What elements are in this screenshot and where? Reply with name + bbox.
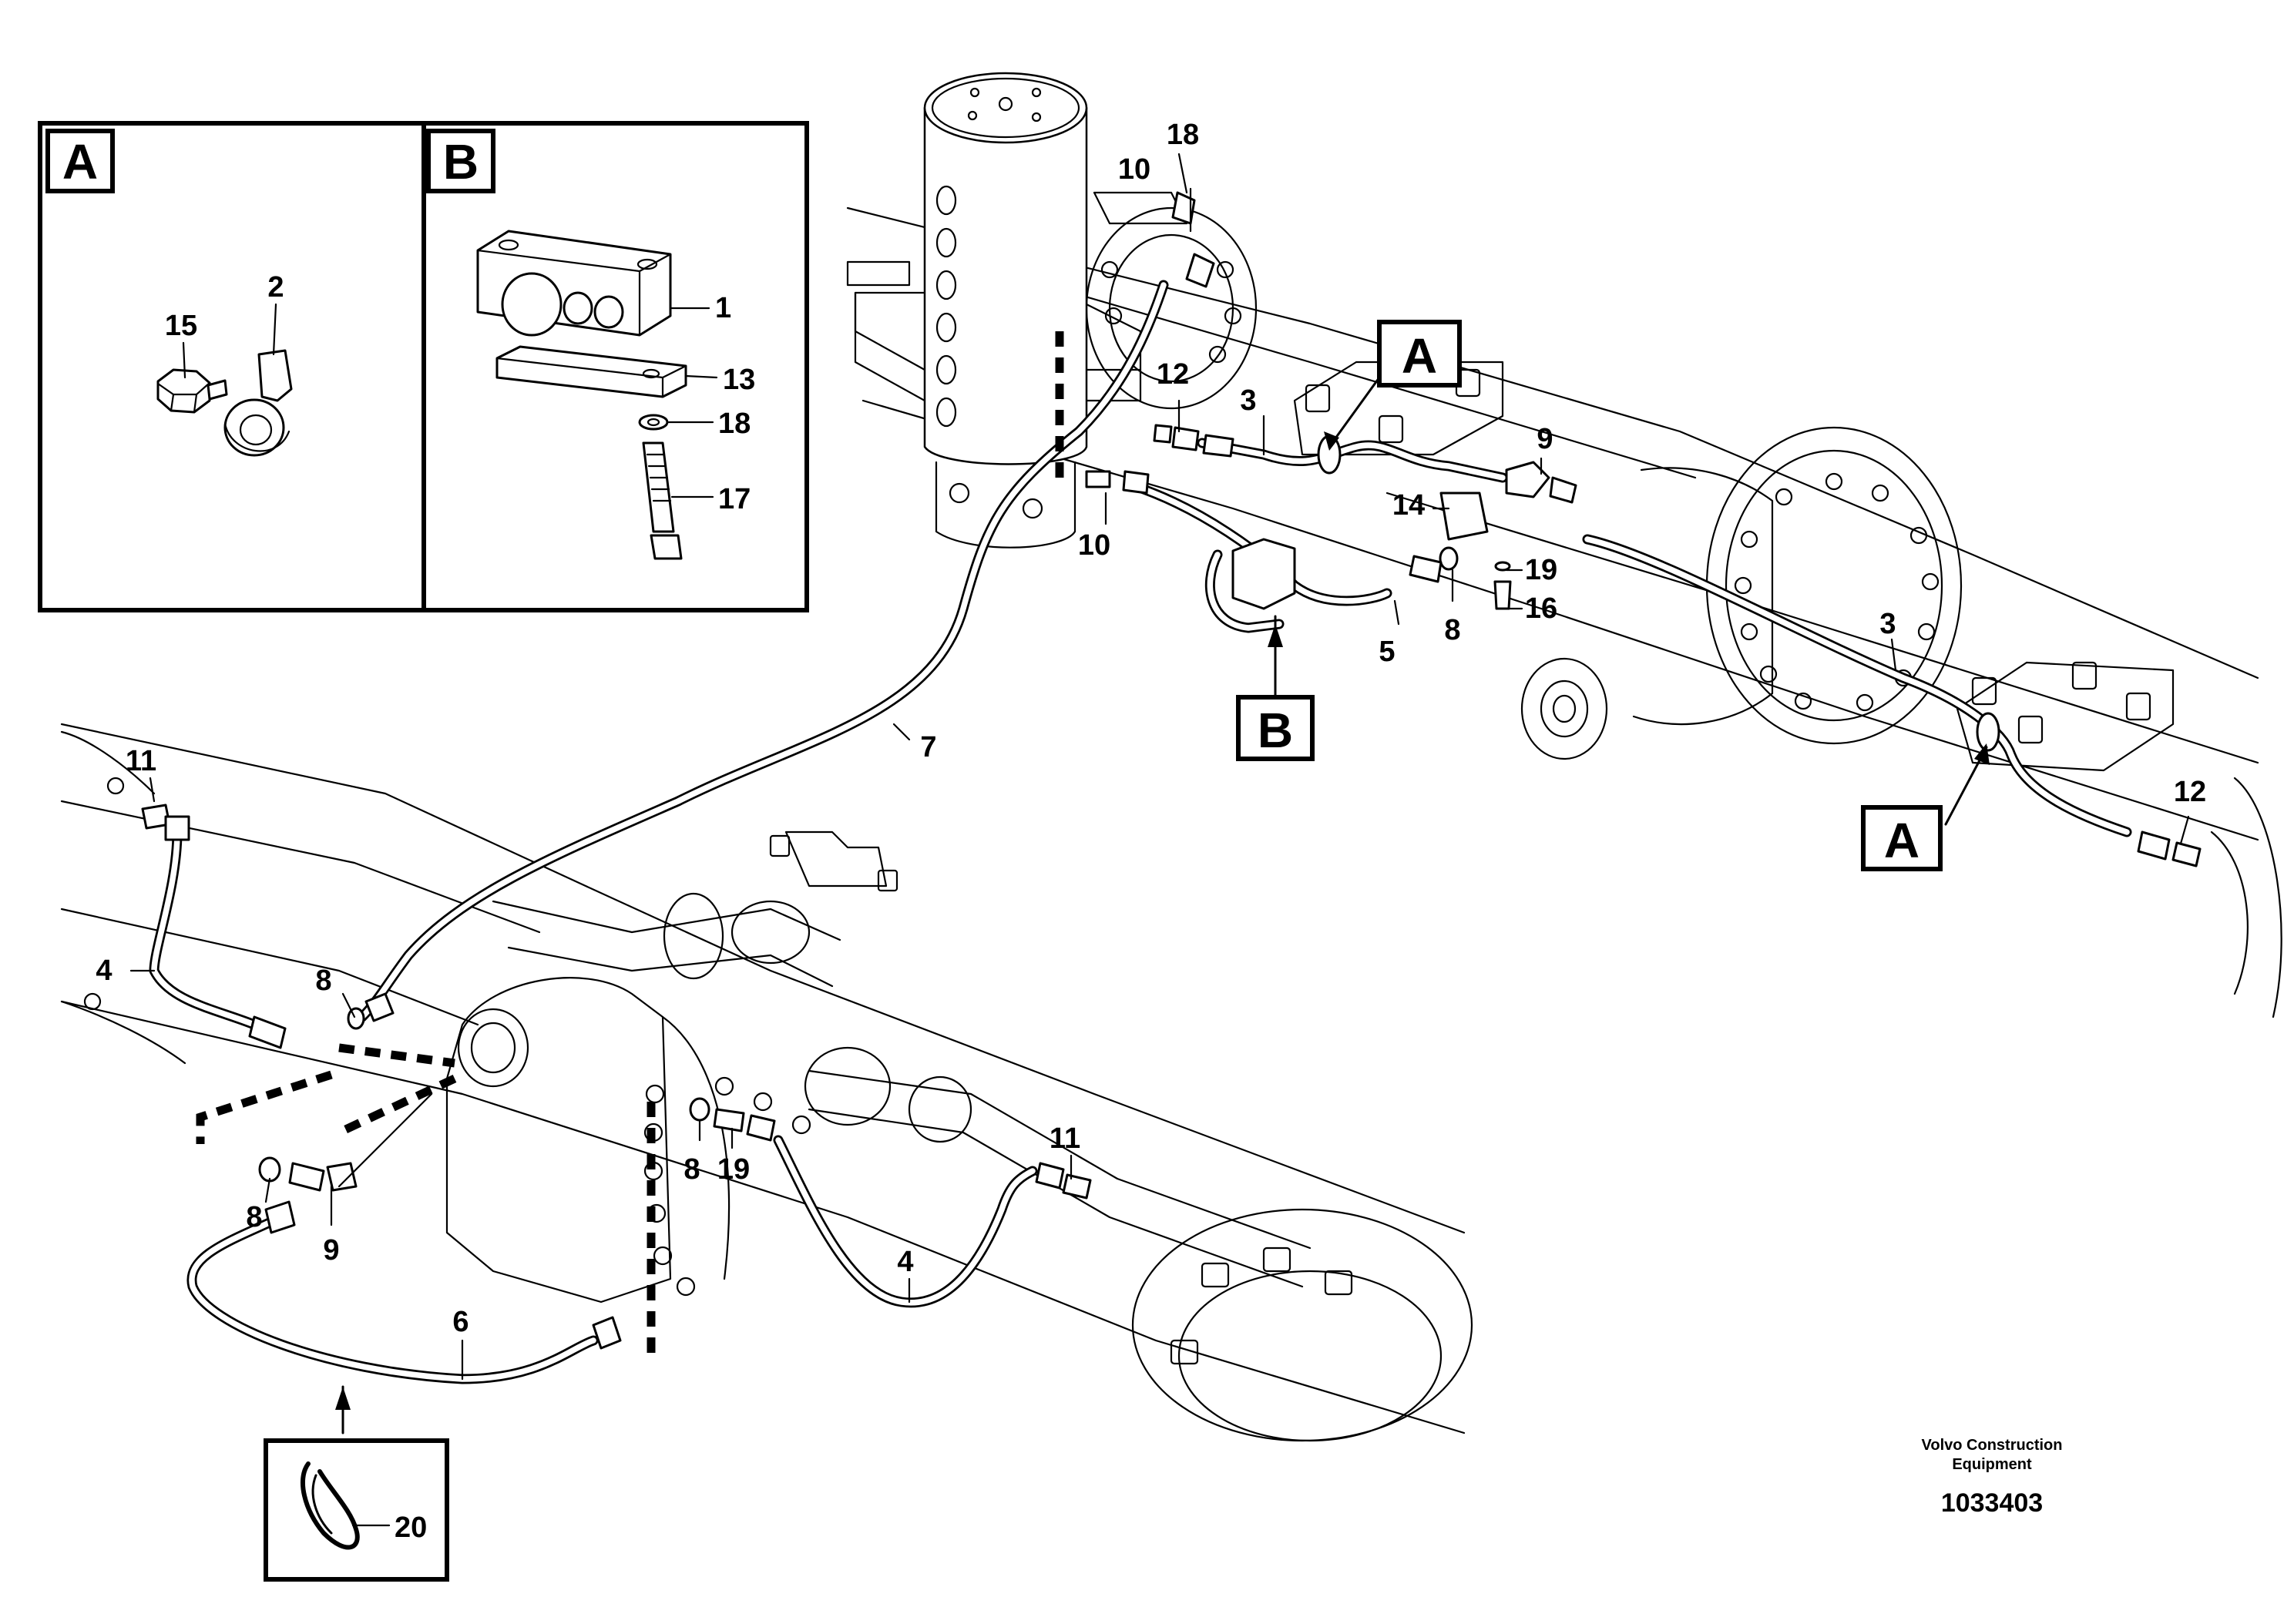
- callout-14: 14: [1392, 489, 1425, 522]
- inset-a-part-15: 15: [165, 310, 197, 342]
- cable-tie-part-20: [301, 1461, 360, 1550]
- callout-9-b: 9: [323, 1234, 339, 1267]
- detail-pointers: [335, 376, 1990, 1434]
- washer-part-18: [638, 414, 669, 431]
- detail-tag-b1: B: [1258, 703, 1293, 758]
- callouts: 18 10 12 3 9 14 19 16 10 5 8 3 12 7 11 4…: [96, 119, 2206, 1338]
- inset-panel: A 15 2 B: [38, 121, 809, 612]
- front-axle-housing: [60, 723, 1473, 1442]
- clamp-block-part-1: [476, 230, 672, 337]
- hose-4-middle: [773, 1135, 1038, 1308]
- fittings: [141, 191, 2202, 1350]
- callout-3-b: 3: [1879, 608, 1896, 640]
- pivot-cylinder: [846, 72, 1188, 549]
- callout-8-a: 8: [1444, 614, 1460, 646]
- hose-4-left: [149, 827, 260, 1030]
- inset-b-part-1: 1: [715, 292, 731, 324]
- inset-c: 20: [264, 1438, 449, 1582]
- detail-tag-b1-box: [1236, 695, 1315, 761]
- callout-5: 5: [1379, 636, 1395, 668]
- callout-16: 16: [1525, 592, 1557, 625]
- callout-12-b: 12: [2174, 776, 2206, 808]
- inset-b-part-17: 17: [718, 483, 751, 515]
- callout-10-top: 10: [1118, 153, 1150, 186]
- detail-tag-a2-box: [1861, 805, 1943, 871]
- detail-tag-a2: A: [1884, 813, 1920, 868]
- callout-11-a: 11: [126, 745, 156, 777]
- inset-a-tag-box: [45, 129, 115, 193]
- hose-7: [357, 280, 1169, 1022]
- detail-tag-a1: A: [1402, 328, 1437, 384]
- detail-tag-a1-box: [1377, 320, 1462, 388]
- callout-8-d: 8: [683, 1153, 700, 1186]
- inset-a-part-2: 2: [267, 271, 284, 304]
- callout-9-a: 9: [1537, 423, 1553, 455]
- plate-part-13: [495, 345, 687, 398]
- hose-3-upper: [1197, 438, 1508, 483]
- hose-6: [186, 1212, 599, 1384]
- inset-b-tag: B: [443, 134, 479, 190]
- callout-6: 6: [452, 1306, 469, 1338]
- callout-8-c: 8: [246, 1201, 262, 1233]
- hose-3-right: [1582, 534, 2132, 837]
- callout-8-b: 8: [315, 965, 331, 997]
- credit-line-2: Equipment: [1952, 1456, 2032, 1473]
- callout-7: 7: [920, 731, 936, 763]
- dashed-links: [196, 331, 1064, 1356]
- callout-19-a: 19: [1525, 554, 1557, 586]
- inset-b-tag-box: [426, 129, 495, 193]
- bolt-part-17: [642, 441, 683, 560]
- inset-b-part-13: 13: [723, 364, 755, 396]
- callout-12-a: 12: [1157, 358, 1189, 391]
- clamp-a-symbols: [1317, 435, 2000, 752]
- machine-drawing: [60, 72, 2282, 1442]
- detail-tags: A B A: [1236, 320, 1943, 871]
- inset-a-tag: A: [62, 134, 98, 190]
- callout-18-top: 18: [1167, 119, 1199, 151]
- callout-4-b: 4: [897, 1246, 913, 1278]
- inset-b: B: [426, 129, 755, 560]
- document-number: 1033403: [1941, 1488, 2043, 1518]
- callout-4-a: 4: [96, 955, 112, 987]
- inset-c-frame: [264, 1438, 449, 1582]
- leader-lines: [129, 153, 2190, 1381]
- callout-3-a: 3: [1240, 384, 1256, 417]
- inset-b-part-18: 18: [718, 408, 751, 440]
- callout-19-b: 19: [717, 1153, 750, 1186]
- credit-line-1: Volvo Construction: [1922, 1437, 2063, 1454]
- clamp-part-2: [223, 349, 293, 457]
- inset-c-part-20: 20: [395, 1512, 427, 1544]
- callout-11-b: 11: [1050, 1122, 1080, 1155]
- inset-a: A 15 2: [45, 129, 293, 457]
- callout-10-b: 10: [1078, 529, 1110, 562]
- bolt-part-15: [156, 368, 228, 414]
- footer: Volvo Construction Equipment 1033403: [1922, 1437, 2063, 1518]
